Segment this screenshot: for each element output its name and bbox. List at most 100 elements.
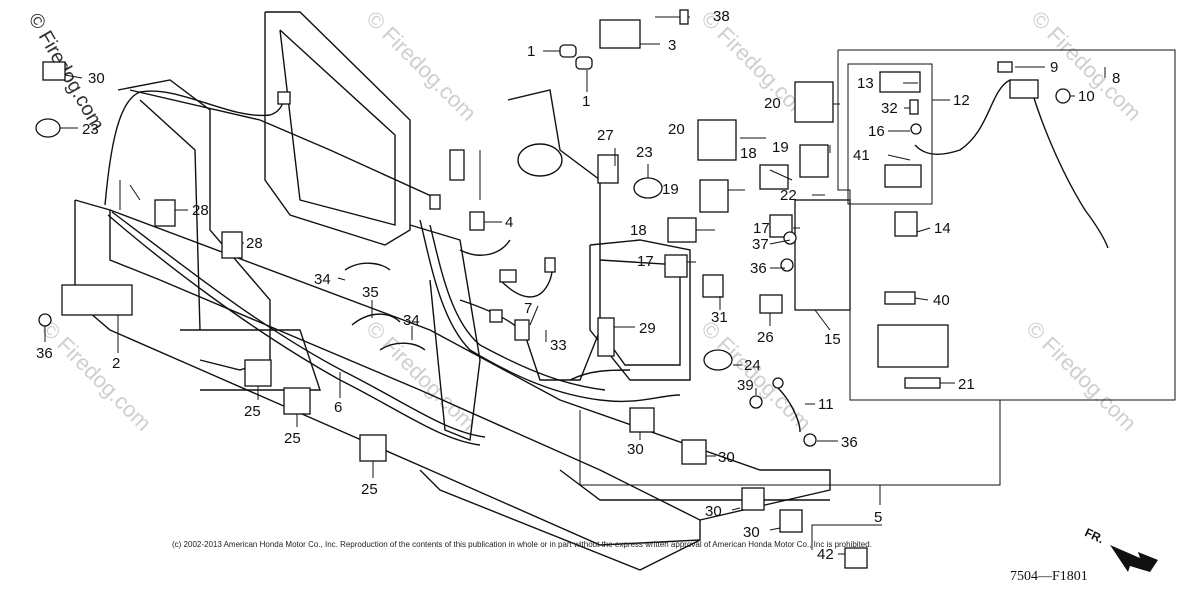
relay-small (769, 214, 793, 238)
callout-33: 33 (550, 337, 567, 354)
bracket (599, 19, 641, 49)
callout-14: 14 (934, 220, 951, 237)
callout-30: 30 (743, 524, 760, 541)
copyright-notice: (c) 2002-2013 American Honda Motor Co., … (172, 540, 872, 549)
callout-1: 1 (582, 93, 590, 110)
callout-6: 6 (334, 399, 342, 416)
callout-30: 30 (705, 503, 722, 520)
ring-terminal (772, 377, 784, 389)
callout-39: 39 (737, 377, 754, 394)
callout-36: 36 (841, 434, 858, 451)
relay-small (664, 254, 688, 278)
callout-7: 7 (524, 300, 532, 317)
callout-25: 25 (361, 481, 378, 498)
callout-19: 19 (662, 181, 679, 198)
callout-19: 19 (772, 139, 789, 156)
clip (844, 547, 868, 569)
detail-inset (837, 49, 1176, 401)
fuse-box (794, 199, 851, 311)
bolt (803, 433, 817, 447)
callout-20: 20 (668, 121, 685, 138)
watermark-layer: © Firedog.com © Firedog.com © Firedog.co… (24, 6, 1147, 436)
callout-27: 27 (597, 127, 614, 144)
relay (699, 179, 729, 213)
clip (283, 387, 311, 415)
callout-40: 40 (933, 292, 950, 309)
callout-30: 30 (88, 70, 105, 87)
clip (629, 407, 655, 433)
callout-17: 17 (637, 253, 654, 270)
parts-group (35, 9, 868, 569)
callout-36: 36 (750, 260, 767, 277)
front-direction-arrow: FR. (1083, 525, 1158, 572)
wire-harness (104, 90, 681, 446)
callout-8: 8 (1112, 70, 1120, 87)
clamp (703, 349, 733, 371)
callout-21: 21 (958, 376, 975, 393)
callout-18: 18 (740, 145, 757, 162)
callout-9: 9 (1050, 59, 1058, 76)
nut (1055, 88, 1071, 104)
terminal-cover (879, 71, 921, 93)
clip (154, 199, 176, 227)
bolt (783, 231, 797, 245)
callout-31: 31 (711, 309, 728, 326)
connector (702, 274, 724, 298)
callout-30: 30 (718, 449, 735, 466)
callout-4: 4 (505, 214, 513, 231)
watermark-text: © Firedog.com (36, 316, 156, 436)
callout-36: 36 (36, 345, 53, 362)
callout-37: 37 (752, 236, 769, 253)
bolt (780, 258, 794, 272)
clip (359, 434, 387, 462)
callout-26: 26 (757, 329, 774, 346)
callout-10: 10 (1078, 88, 1095, 105)
terminal-cover (884, 164, 922, 188)
collar (559, 44, 577, 58)
diagram-code: 7504—F1801 (1010, 569, 1088, 584)
clip (779, 509, 803, 533)
clip (42, 61, 66, 81)
callout-24: 24 (744, 357, 761, 374)
callout-11: 11 (818, 396, 834, 413)
callout-38: 38 (713, 8, 730, 25)
callout-29: 29 (639, 320, 656, 337)
callout-labels: 1 1 2 3 4 5 6 7 8 9 10 11 12 13 14 15 16… (36, 8, 1120, 563)
callout-28: 28 (246, 235, 263, 252)
callout-16: 16 (868, 123, 885, 140)
relay (799, 144, 829, 178)
rubber-mount (759, 164, 789, 190)
callout-22: 22 (780, 187, 797, 204)
callout-23: 23 (636, 144, 653, 161)
direction-label: FR. (1083, 525, 1106, 546)
fuse-block (877, 324, 949, 368)
watermark-text: © Firedog.com (361, 6, 481, 126)
relay (697, 119, 737, 161)
vehicle-frame (74, 11, 831, 571)
callout-25: 25 (284, 430, 301, 447)
callout-34: 34 (314, 271, 331, 288)
clip (221, 231, 243, 259)
callout-13: 13 (857, 75, 874, 92)
relay (794, 81, 834, 123)
rubber-mount (667, 217, 697, 243)
callout-2: 2 (112, 355, 120, 372)
screw (997, 61, 1013, 73)
callout-15: 15 (824, 331, 841, 348)
assembly-bracket (579, 400, 1001, 550)
callout-25: 25 (244, 403, 261, 420)
callout-23: 23 (82, 121, 99, 138)
callout-34: 34 (403, 312, 420, 329)
clamp (35, 118, 61, 138)
screw (909, 99, 919, 115)
bolt-head (679, 9, 689, 25)
callout-28: 28 (192, 202, 209, 219)
callout-32: 32 (881, 100, 898, 117)
callout-18: 18 (630, 222, 647, 239)
clip (681, 439, 707, 465)
callout-41: 41 (853, 147, 870, 164)
watermark-text: © Firedog.com (1026, 6, 1146, 126)
fuse (884, 291, 916, 305)
clip (759, 294, 783, 314)
